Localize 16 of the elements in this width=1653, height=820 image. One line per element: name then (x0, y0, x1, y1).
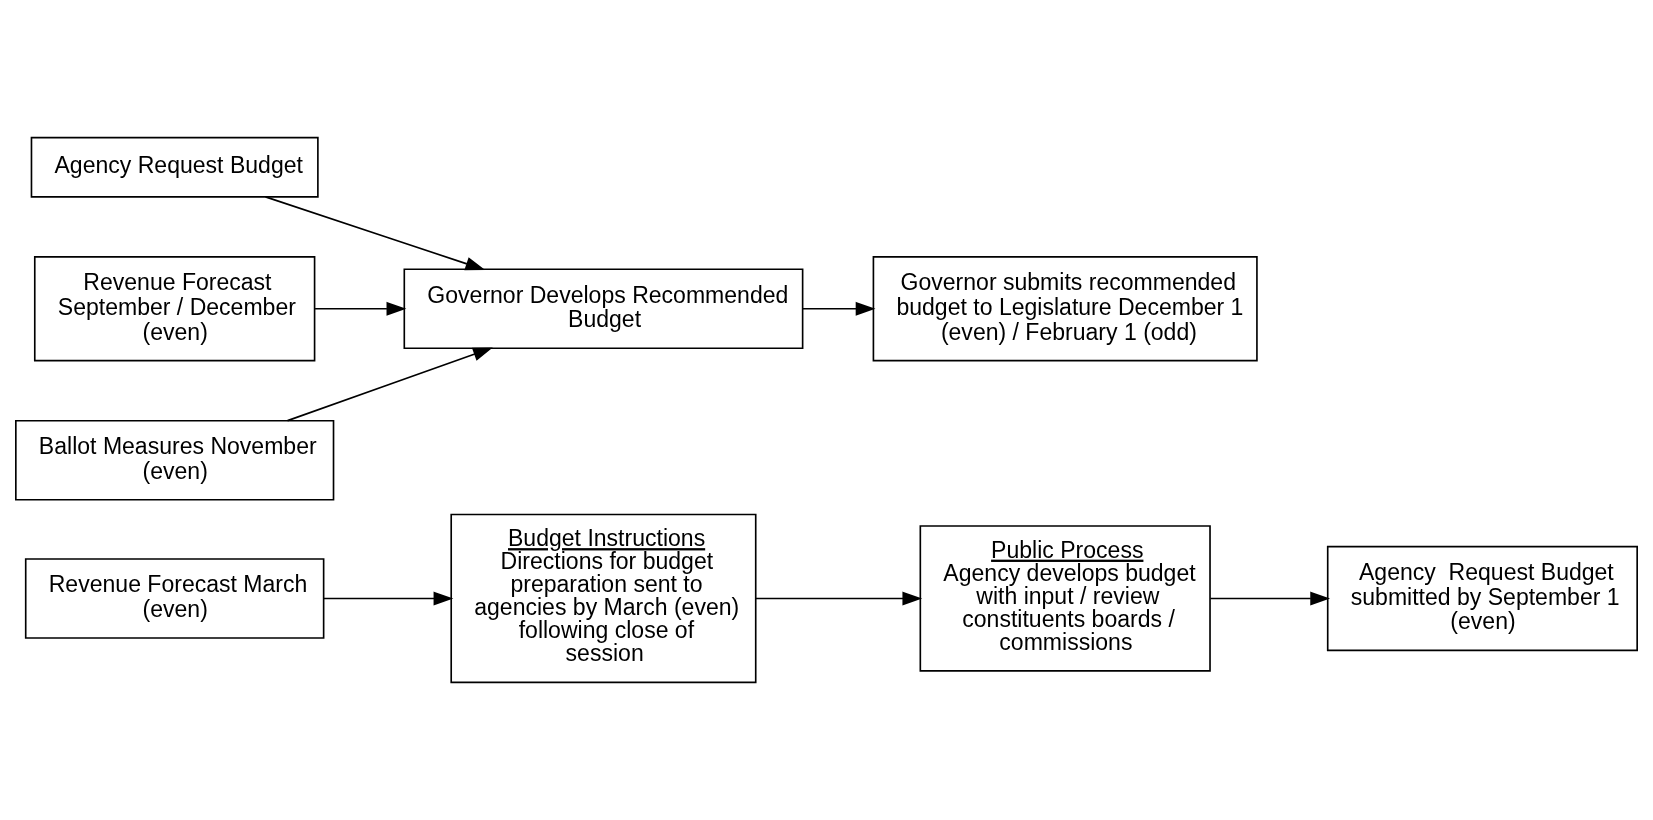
node-box: Agency Request Budget (30, 136, 319, 198)
node-box: Ballot Measures November (even) (15, 419, 335, 501)
arrow (264, 196, 486, 271)
node-box: Revenue Forecast March (even) (24, 558, 325, 639)
node-box: Governor submits recommended budget to Legislature December 1 (even) / February 1 (odd) (872, 256, 1258, 362)
node-box: Public Process Agency develops budget with input / review constituents boards / commissions (919, 525, 1211, 672)
arrow (314, 301, 407, 316)
node-box: Budget Instructions Directions for budget preparation sent to agencies by March (even) following close of session (450, 513, 757, 684)
arrow (755, 591, 923, 606)
arrow (802, 301, 876, 316)
node-box: Agency Request Budget submitted by September 1 (even) (1326, 545, 1638, 652)
arrow (1209, 591, 1331, 606)
node-box: Revenue Forecast September / December (even) (33, 256, 316, 362)
arrow (286, 347, 493, 422)
node-box: Governor Develops Recommended Budget (403, 268, 804, 350)
arrow (323, 591, 454, 606)
